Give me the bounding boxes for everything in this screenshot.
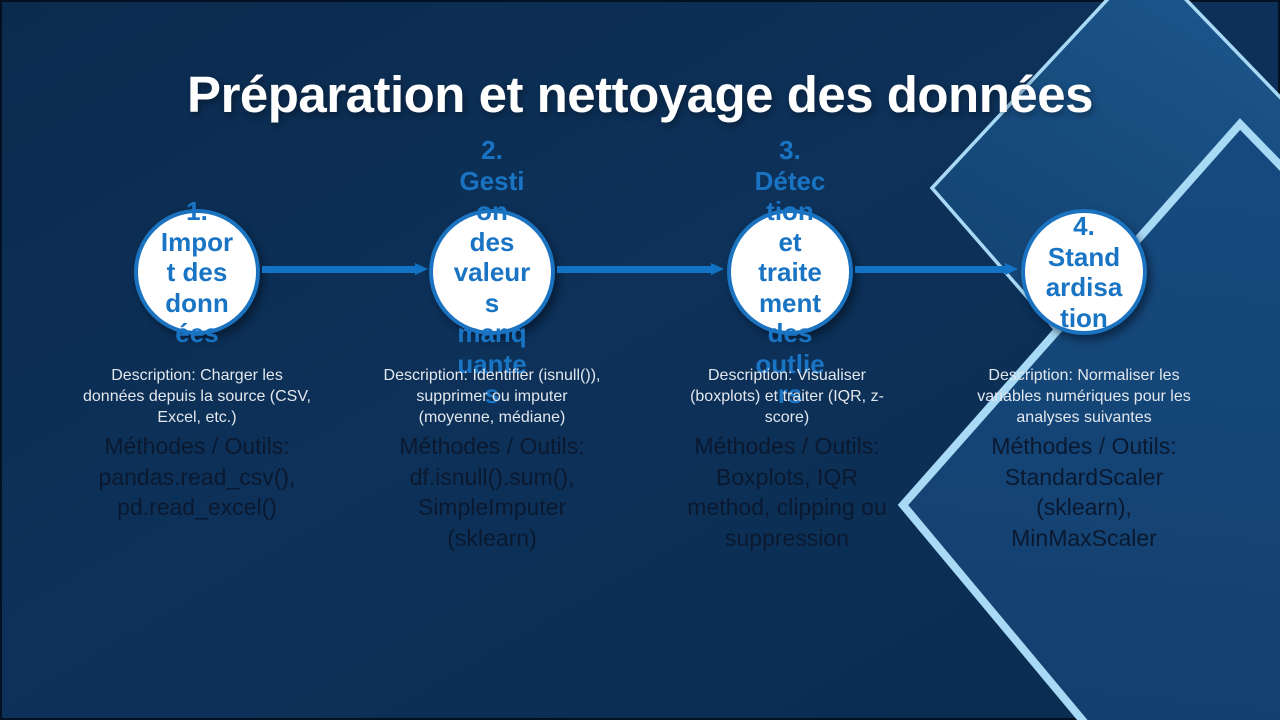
text-line: supprimer ou imputer xyxy=(416,387,568,405)
text-line: manq xyxy=(457,318,527,348)
text-line: score) xyxy=(764,408,810,426)
text-line: tion xyxy=(1060,302,1108,333)
text-line: Description: Visualiser xyxy=(708,367,866,384)
text-line: des xyxy=(469,226,515,257)
step-3-circle xyxy=(727,209,853,335)
step-2-info: Description: Identifier (isnull()), suppr… xyxy=(360,366,624,553)
arrow-head xyxy=(415,263,428,275)
text-line: ment xyxy=(758,287,822,318)
text-line: s xyxy=(484,379,500,409)
step-4-description: Description: Normaliser les variables num… xyxy=(952,366,1216,428)
text-line: (sklearn) xyxy=(447,524,537,551)
text-line: et xyxy=(778,226,802,257)
text-line: Description: Normaliser les xyxy=(988,367,1180,384)
text-line: 4. xyxy=(1073,211,1095,241)
text-line: (moyenne, médiane) xyxy=(418,408,566,426)
step-3-info: Description: Visualiser (boxplots) et tra… xyxy=(655,366,919,553)
text-line: ardisa xyxy=(1045,272,1123,302)
text-line: Boxplots, IQR xyxy=(716,463,858,490)
text-line: Méthodes / Outils: xyxy=(991,433,1177,460)
text-line: MinMaxScaler xyxy=(1011,524,1157,551)
text-line: method, clipping ou xyxy=(687,494,887,521)
text-line: (sklearn), xyxy=(1036,494,1132,521)
step-4-info: Description: Normaliser les variables num… xyxy=(952,366,1216,553)
text-line: Gesti xyxy=(459,165,525,196)
step-1-methods: Méthodes / Outils: pandas.read_csv(), pd.r… xyxy=(65,431,329,523)
text-line: traite xyxy=(758,257,822,287)
text-line: uante xyxy=(457,348,527,379)
text-line: des xyxy=(767,318,813,348)
text-line: suppression xyxy=(724,524,850,551)
text-line: Description: Identifier (isnull()), xyxy=(383,367,601,384)
text-line: 2. xyxy=(481,135,503,165)
arrow-head xyxy=(1005,263,1018,275)
text-line: Description: Charger les xyxy=(111,367,283,384)
arrow-icon-1 xyxy=(262,263,428,276)
step-3-description: Description: Visualiser (boxplots) et tra… xyxy=(655,366,919,428)
step-2-methods: Méthodes / Outils: df.isnull().sum(), Simp… xyxy=(360,431,624,553)
step-1-circle xyxy=(134,209,260,335)
text-line: données depuis la source (CSV, xyxy=(83,387,311,405)
text-line: rs xyxy=(777,379,803,409)
text-line: ées xyxy=(175,318,219,348)
text-line: on xyxy=(476,196,508,226)
text-line: Méthodes / Outils: xyxy=(694,433,880,460)
arrow-shaft xyxy=(557,266,712,273)
text-line: (boxplots) et traiter (IQR, z- xyxy=(690,387,884,405)
text-line: t des xyxy=(166,257,228,287)
arrow-icon-2 xyxy=(557,263,724,276)
step-4-circle xyxy=(1021,209,1147,335)
step-2-description: Description: Identifier (isnull()), suppr… xyxy=(360,366,624,428)
text-line: SimpleImputer xyxy=(417,494,567,521)
text-line: s xyxy=(484,287,500,318)
text-line: Détec xyxy=(754,165,826,196)
arrow-shaft xyxy=(855,266,1006,273)
text-line: tion xyxy=(766,196,814,226)
text-line: Excel, etc.) xyxy=(157,408,237,426)
arrow-head xyxy=(711,263,724,275)
text-line: Méthodes / Outils: xyxy=(104,433,290,460)
text-line: analyses suivantes xyxy=(1016,408,1152,426)
text-line: Impor xyxy=(160,226,234,257)
step-2-circle xyxy=(429,209,555,335)
text-line: outlie xyxy=(755,348,825,379)
slide-title: Préparation et nettoyage des données xyxy=(187,66,1093,123)
arrow-shaft xyxy=(262,266,416,273)
text-line: StandardScaler xyxy=(1004,463,1164,490)
step-4-methods: Méthodes / Outils: StandardScaler (sklearn… xyxy=(952,431,1216,553)
text-line: Méthodes / Outils: xyxy=(399,433,585,460)
text-line: 3. xyxy=(779,135,801,165)
text-line: valeur xyxy=(453,257,531,287)
text-line: df.isnull().sum(), xyxy=(409,463,575,490)
arrow-icon-3 xyxy=(855,263,1018,276)
step-1-description: Description: Charger les données depuis l… xyxy=(65,366,329,428)
step-3-methods: Méthodes / Outils: Boxplots, IQR method, c… xyxy=(655,431,919,553)
text-line: pd.read_excel() xyxy=(117,494,277,521)
text-line: pandas.read_csv(), xyxy=(98,463,296,490)
text-line: 1. xyxy=(186,196,208,226)
step-1-info: Description: Charger les données depuis l… xyxy=(65,366,329,523)
text-line: Stand xyxy=(1047,241,1121,272)
text-line: variables numériques pour les xyxy=(977,387,1191,405)
text-line: donn xyxy=(165,287,229,318)
